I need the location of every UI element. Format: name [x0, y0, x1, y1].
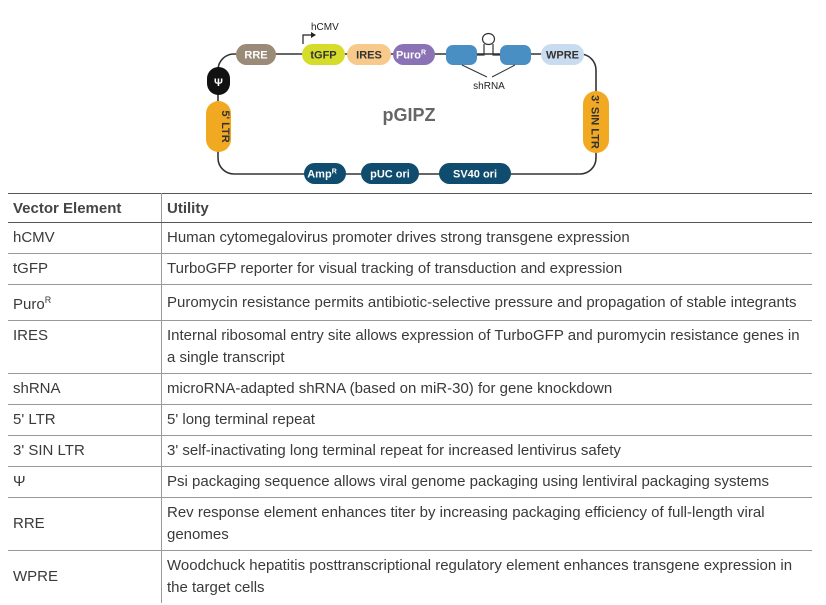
svg-text:RRE: RRE — [244, 50, 267, 62]
pgipz-vector-map: hCMV RRE tGFP IRES PuroR shRNA WPRE Ψ 5'… — [206, 22, 609, 184]
element-5-ltr: 5' LTR — [206, 101, 231, 152]
table-row: PuroR Puromycin resistance permits antib… — [8, 284, 812, 321]
svg-text:AmpR: AmpR — [307, 169, 337, 181]
table-row: 3' SIN LTR 3' self-inactivating long ter… — [8, 435, 812, 467]
svg-text:Ψ: Ψ — [214, 77, 223, 89]
element-amp: AmpR — [304, 163, 346, 184]
element-puc-ori: pUC ori — [361, 163, 419, 184]
promoter-label: hCMV — [311, 22, 339, 33]
plasmid-name: pGIPZ — [383, 105, 436, 125]
element-sv40-ori: SV40 ori — [439, 163, 511, 184]
cell-element: 5' LTR — [8, 404, 162, 436]
cell-element: tGFP — [8, 253, 162, 285]
element-ires: IRES — [347, 44, 391, 65]
svg-text:3' SIN LTR: 3' SIN LTR — [589, 95, 601, 149]
svg-text:IRES: IRES — [356, 50, 382, 62]
table-row: IRES Internal ribosomal entry site allow… — [8, 320, 812, 374]
cell-element: shRNA — [8, 373, 162, 405]
promoter-arrow-icon — [302, 34, 312, 44]
svg-text:PuroR: PuroR — [396, 50, 426, 62]
element-psi: Ψ — [207, 67, 230, 95]
element-rre: RRE — [236, 44, 276, 65]
cell-element: Ψ — [8, 466, 162, 498]
column-header-utility: Utility — [161, 193, 812, 223]
svg-text:SV40 ori: SV40 ori — [453, 169, 497, 181]
cell-utility: 5' long terminal repeat — [161, 404, 812, 436]
vector-element-table: Vector Element Utility hCMV Human cytome… — [8, 193, 812, 603]
shrna-label: shRNA — [473, 81, 505, 92]
cell-element: PuroR — [8, 284, 162, 321]
table-row: hCMV Human cytomegalovirus promoter driv… — [8, 222, 812, 254]
cell-utility: microRNA-adapted shRNA (based on miR-30)… — [161, 373, 812, 405]
element-puro: PuroR — [393, 44, 435, 65]
element-3-sin-ltr: 3' SIN LTR — [583, 91, 609, 153]
table-row: Ψ Psi packaging sequence allows viral ge… — [8, 466, 812, 498]
column-header-element: Vector Element — [8, 193, 162, 223]
svg-text:WPRE: WPRE — [546, 50, 579, 62]
svg-text:pUC ori: pUC ori — [370, 169, 410, 181]
cell-utility: Internal ribosomal entry site allows exp… — [161, 320, 812, 374]
table-row: 5' LTR 5' long terminal repeat — [8, 404, 812, 436]
cell-element: IRES — [8, 320, 162, 374]
element-wpre: WPRE — [541, 44, 584, 65]
cell-utility: Human cytomegalovirus promoter drives st… — [161, 222, 812, 254]
cell-element: RRE — [8, 497, 162, 551]
table-row: WPRE Woodchuck hepatitis posttranscripti… — [8, 550, 812, 603]
cell-utility: TurboGFP reporter for visual tracking of… — [161, 253, 812, 285]
cell-element: hCMV — [8, 222, 162, 254]
shrna-hairpin: shRNA — [446, 32, 531, 92]
element-tgfp: tGFP — [302, 44, 345, 65]
table-row: shRNA microRNA-adapted shRNA (based on m… — [8, 373, 812, 405]
table-header-row: Vector Element Utility — [8, 193, 812, 223]
cell-element: WPRE — [8, 550, 162, 603]
svg-text:tGFP: tGFP — [310, 50, 336, 62]
cell-utility: Psi packaging sequence allows viral geno… — [161, 466, 812, 498]
table-row: tGFP TurboGFP reporter for visual tracki… — [8, 253, 812, 285]
table-row: RRE Rev response element enhances titer … — [8, 497, 812, 551]
cell-utility: 3' self-inactivating long terminal repea… — [161, 435, 812, 467]
cell-element: 3' SIN LTR — [8, 435, 162, 467]
cell-utility: Puromycin resistance permits antibiotic-… — [161, 284, 812, 321]
svg-text:5' LTR: 5' LTR — [219, 110, 231, 142]
cell-utility: Rev response element enhances titer by i… — [161, 497, 812, 551]
cell-utility: Woodchuck hepatitis posttranscriptional … — [167, 557, 793, 596]
